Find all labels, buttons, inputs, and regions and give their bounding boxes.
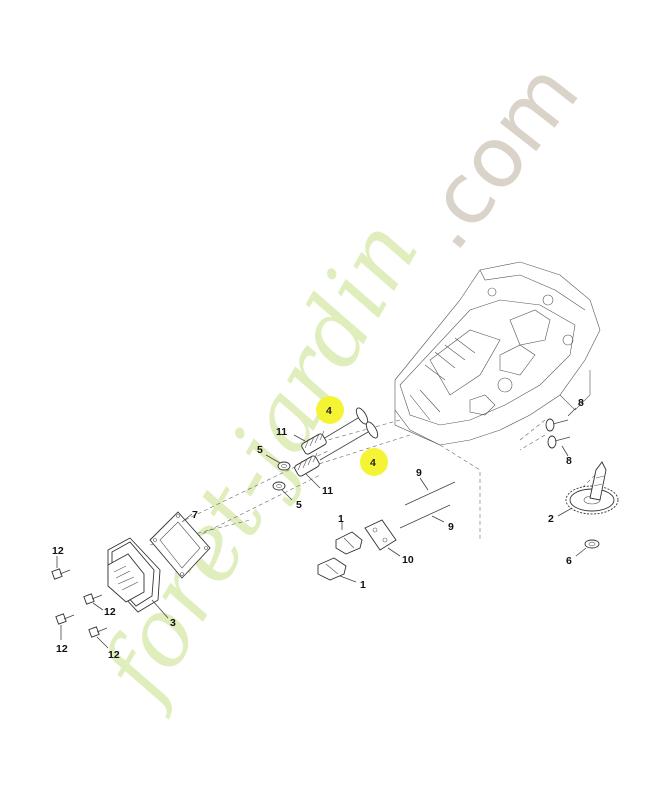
- engine-block: [394, 261, 601, 446]
- valve-bottom: [319, 421, 379, 461]
- retainer-bottom: [272, 481, 286, 491]
- callout-valve-top: 4: [326, 405, 332, 417]
- callout-valve-bottom: 4: [370, 457, 376, 469]
- callout-plate: 10: [402, 554, 414, 566]
- callout-retainer-bottom: 5: [296, 499, 302, 511]
- callout-rocker-top: 1: [338, 513, 344, 525]
- callout-screw-right-bottom: 8: [566, 455, 572, 467]
- watermark-domain: .com: [394, 45, 598, 268]
- screw-left-mid: [83, 593, 103, 605]
- rocker-top: [335, 531, 363, 555]
- screw-left-bottom: [88, 626, 108, 638]
- camshaft-gear: [565, 461, 619, 515]
- callout-pushrod-bottom: 9: [448, 521, 454, 533]
- highlight-circle-bottom: [360, 448, 388, 476]
- screw-right-top: [545, 418, 569, 432]
- callout-spring-bottom: 11: [322, 485, 333, 497]
- callout-washer: 6: [566, 555, 572, 567]
- highlight-circle-top: [316, 396, 344, 424]
- callout-retainer-top: 5: [257, 444, 263, 456]
- callout-screw-left-low: 12: [56, 643, 68, 655]
- callout-pushrod-top: 9: [416, 467, 422, 479]
- screw-right-bottom: [547, 435, 571, 449]
- valve-cover: [107, 537, 161, 613]
- callout-spring-top: 11: [276, 426, 287, 438]
- callout-camshaft: 2: [548, 513, 554, 525]
- callout-screw-left-mid: 12: [104, 606, 116, 618]
- screw-left-low: [55, 613, 75, 625]
- callout-gasket: 7: [192, 509, 198, 521]
- guide-plate: [364, 519, 397, 551]
- spring-bottom: [294, 452, 320, 477]
- callout-screw-right-top: 8: [578, 397, 584, 409]
- spring-top: [301, 430, 327, 455]
- rocker-bottom: [317, 557, 347, 581]
- pushrod-bottom: [399, 504, 451, 529]
- retainer-top: [277, 461, 291, 471]
- pushrod-top: [404, 481, 456, 506]
- screw-left-top: [51, 568, 71, 580]
- callout-screw-left-bottom: 12: [108, 649, 120, 661]
- callout-rocker-bottom: 1: [360, 579, 366, 591]
- callout-screw-left-top: 12: [52, 545, 64, 557]
- washer: [584, 539, 600, 549]
- gasket: [149, 511, 211, 579]
- callout-cover: 3: [170, 617, 176, 629]
